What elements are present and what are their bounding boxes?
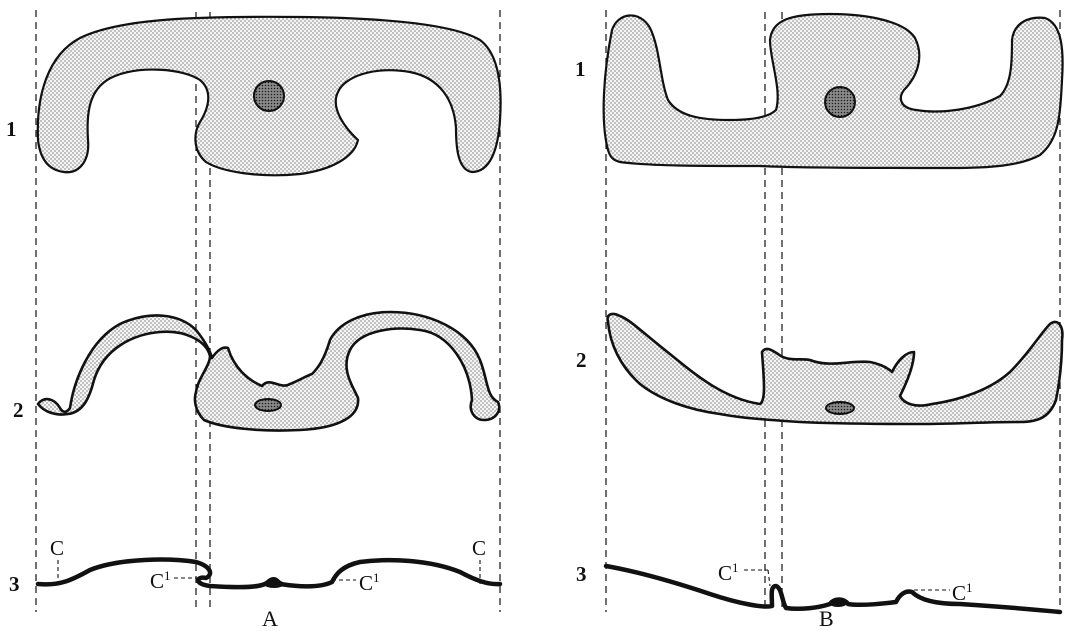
row-label-a-1: 1 xyxy=(6,117,17,141)
nucleus-a1 xyxy=(254,81,284,111)
label-c1-b-left: C1 xyxy=(718,560,739,585)
label-c1-a-right: C1 xyxy=(359,570,380,595)
leader-c1-b-left-drop xyxy=(768,570,770,586)
label-c1-a-left: C1 xyxy=(150,568,171,593)
nucleus-b1 xyxy=(825,87,855,117)
row-label-a-2: 2 xyxy=(13,398,24,422)
panel-label-a: A xyxy=(262,606,278,631)
nucleus-b2 xyxy=(826,402,854,414)
row-label-a-3: 3 xyxy=(9,572,20,596)
cross-section-a2 xyxy=(38,312,499,431)
panel-b: 1 2 3 C1 C1 B xyxy=(575,10,1063,631)
row-label-b-1: 1 xyxy=(575,57,586,81)
row-label-b-3: 3 xyxy=(576,562,587,586)
row-label-b-2: 2 xyxy=(576,348,587,372)
node-a3 xyxy=(264,580,284,588)
label-c1-b-right: C1 xyxy=(952,580,973,605)
nucleus-a2 xyxy=(255,399,281,411)
label-c-a-right: C xyxy=(472,536,486,560)
label-c-a-left: C xyxy=(50,536,64,560)
panel-a: 1 2 3 C C C1 C1 A xyxy=(6,10,501,631)
panel-label-b: B xyxy=(819,606,834,631)
